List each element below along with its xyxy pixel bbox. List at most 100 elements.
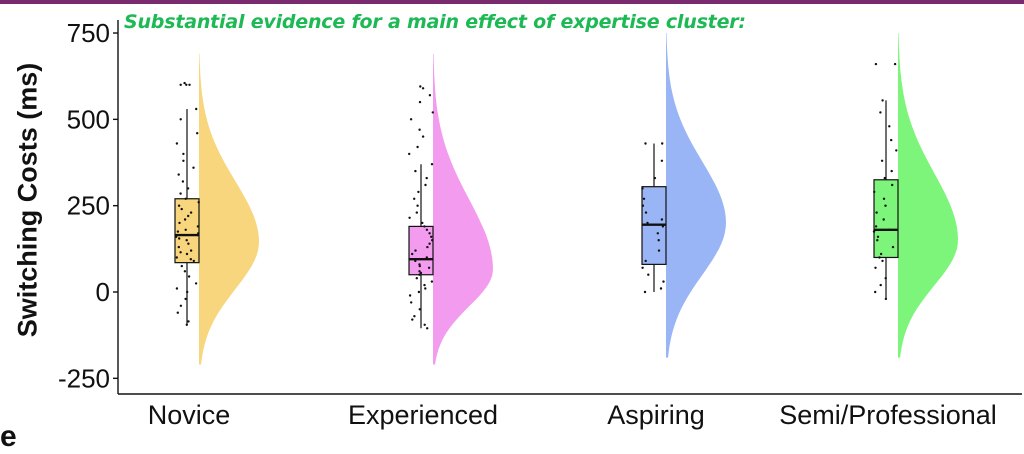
data-point xyxy=(656,232,659,235)
data-point xyxy=(888,125,891,128)
data-point xyxy=(413,258,416,261)
data-point xyxy=(424,183,427,187)
data-point xyxy=(188,83,191,87)
data-point xyxy=(176,311,179,314)
x-tick-label-3: Aspiring xyxy=(607,400,705,430)
data-point xyxy=(196,132,199,135)
data-point xyxy=(876,235,880,238)
data-point xyxy=(890,138,893,142)
data-point xyxy=(415,211,418,214)
data-point xyxy=(185,252,189,256)
data-point xyxy=(189,249,193,252)
data-point xyxy=(411,318,414,321)
data-point xyxy=(177,245,180,249)
data-point xyxy=(175,287,179,290)
data-point xyxy=(662,280,665,283)
data-point xyxy=(646,221,649,225)
y-axis-title: Switching Costs (ms) xyxy=(12,62,43,338)
data-point xyxy=(177,204,181,207)
data-point xyxy=(642,197,646,200)
data-point xyxy=(641,204,645,207)
data-point xyxy=(187,320,190,323)
data-point xyxy=(421,221,424,225)
box-1 xyxy=(174,198,200,264)
data-point xyxy=(187,275,191,278)
data-point xyxy=(194,282,198,285)
data-point xyxy=(428,242,431,245)
data-point xyxy=(414,249,417,252)
data-point xyxy=(189,211,193,214)
data-point xyxy=(179,304,183,307)
data-point xyxy=(643,290,647,294)
data-point xyxy=(644,259,647,263)
data-point xyxy=(184,228,187,231)
data-point xyxy=(175,235,178,238)
x-tick-label-4: Semi/Professional xyxy=(779,400,997,430)
data-point xyxy=(657,249,661,252)
data-point xyxy=(872,230,876,233)
y-tick-label: 750 xyxy=(67,18,110,48)
density-cloud-1 xyxy=(199,53,259,365)
data-point xyxy=(425,176,428,180)
data-point xyxy=(881,99,884,102)
data-point xyxy=(660,218,664,221)
data-point xyxy=(408,216,411,219)
data-point xyxy=(416,204,419,207)
data-point xyxy=(418,270,421,273)
data-point xyxy=(880,159,884,162)
data-point xyxy=(409,118,413,121)
data-point xyxy=(884,297,888,301)
data-point xyxy=(874,225,878,228)
data-point xyxy=(879,283,882,287)
data-point xyxy=(195,107,198,111)
data-point xyxy=(878,256,881,259)
data-point xyxy=(418,100,422,104)
data-point xyxy=(884,204,887,207)
data-point xyxy=(426,245,429,249)
data-point xyxy=(425,256,428,259)
data-point xyxy=(882,218,885,221)
data-point xyxy=(189,258,192,261)
data-point xyxy=(425,228,429,231)
data-point xyxy=(887,228,891,231)
data-point xyxy=(185,239,188,242)
data-point xyxy=(431,239,434,242)
data-point xyxy=(883,176,886,180)
data-point xyxy=(411,252,414,256)
cut-off-character: e xyxy=(0,420,17,453)
data-point xyxy=(424,287,427,290)
data-point xyxy=(879,111,882,114)
data-point xyxy=(427,266,431,269)
data-point xyxy=(430,280,434,283)
data-point xyxy=(196,225,200,228)
density-cloud-4 xyxy=(898,33,958,358)
data-point xyxy=(884,277,887,280)
data-point xyxy=(413,315,416,318)
y-tick-label: -250 xyxy=(58,363,110,393)
data-point xyxy=(182,152,185,156)
data-point xyxy=(653,176,657,180)
data-point xyxy=(179,83,182,87)
data-point xyxy=(430,163,434,166)
data-point xyxy=(423,323,426,326)
data-point xyxy=(197,201,200,204)
data-point xyxy=(421,135,425,138)
data-point xyxy=(891,183,894,187)
data-point xyxy=(418,308,421,311)
data-point xyxy=(657,239,660,242)
data-point xyxy=(184,197,187,200)
data-point xyxy=(644,211,648,214)
data-point xyxy=(177,173,180,176)
data-point xyxy=(186,290,189,294)
y-tick-label: 500 xyxy=(67,104,110,134)
data-point xyxy=(428,232,431,235)
data-point xyxy=(881,259,884,263)
data-point xyxy=(874,266,877,269)
data-point xyxy=(183,81,186,85)
data-point xyxy=(185,83,188,87)
points-layer xyxy=(175,62,898,330)
data-point xyxy=(176,230,180,233)
data-point xyxy=(187,242,190,245)
